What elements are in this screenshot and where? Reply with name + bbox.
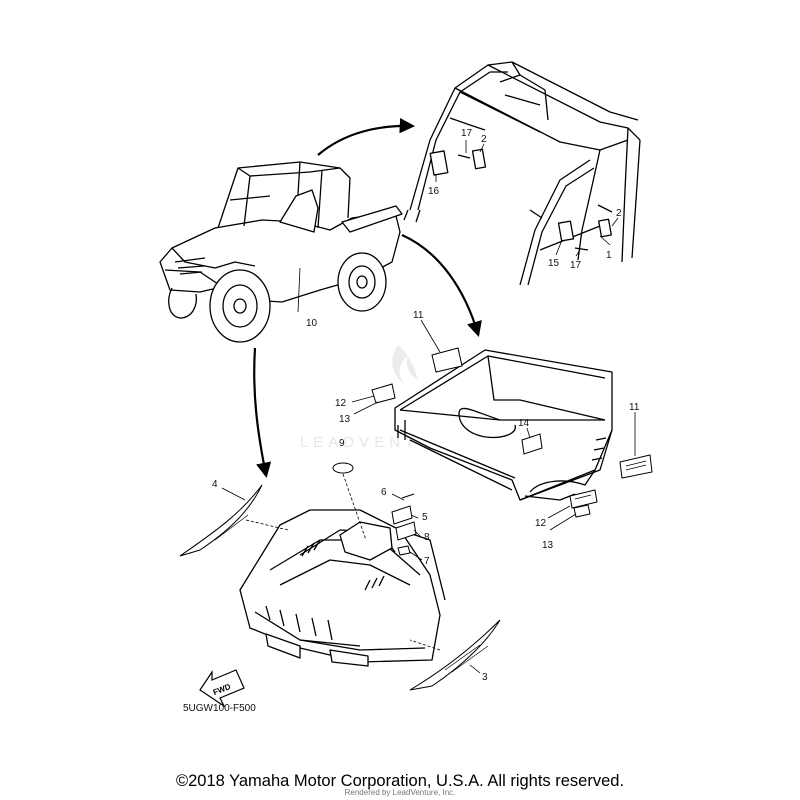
copyright-notice: ©2018 Yamaha Motor Corporation, U.S.A. A… xyxy=(175,772,625,790)
hood-callout-leaders xyxy=(221,487,481,674)
callout-2: 2 xyxy=(481,134,487,145)
cargo-bed xyxy=(394,349,613,501)
emblem-9 xyxy=(332,462,354,474)
callout-17: 17 xyxy=(570,260,582,271)
callout-1: 1 xyxy=(606,250,612,261)
callout-11: 11 xyxy=(413,310,424,321)
fwd-arrow: FWD xyxy=(199,669,245,708)
callout-8: 8 xyxy=(424,532,430,543)
decal-4 xyxy=(179,484,263,557)
decal-5 xyxy=(391,505,413,525)
decal-12 xyxy=(371,383,396,404)
callout-4: 4 xyxy=(212,479,218,490)
callout-9: 9 xyxy=(339,438,345,449)
callout-16: 16 xyxy=(428,186,440,197)
decal-3 xyxy=(409,619,501,691)
roll-cage-leaders xyxy=(435,140,619,257)
roll-cage xyxy=(403,61,641,286)
cargo-bed-leaders xyxy=(351,319,636,531)
decal-12 xyxy=(569,489,598,509)
vehicle-overview xyxy=(159,161,403,343)
callout-12: 12 xyxy=(335,398,347,409)
cargo-bed-decals xyxy=(371,347,653,518)
rendered-by-notice: Rendered by LeadVenture, Inc. xyxy=(344,788,456,797)
decal-8 xyxy=(395,521,417,541)
callout-11: 11 xyxy=(629,402,640,413)
decal-7 xyxy=(397,545,411,556)
callout-7: 7 xyxy=(424,556,430,567)
callout-17: 17 xyxy=(461,128,473,139)
cargo-bed-decal-fill xyxy=(574,460,647,500)
clip-6 xyxy=(401,493,415,499)
hood-decal-detail xyxy=(214,514,489,673)
part-code: 5UGW100-F500 xyxy=(183,703,256,714)
hood xyxy=(239,509,446,667)
callout-15: 15 xyxy=(548,258,560,269)
callout-10: 10 xyxy=(306,318,318,329)
callout-14: 14 xyxy=(518,418,530,429)
decal-11 xyxy=(619,454,653,479)
callout-13: 13 xyxy=(542,540,554,551)
callout-13: 13 xyxy=(339,414,351,425)
callout-2: 2 xyxy=(616,208,622,219)
callout-6: 6 xyxy=(381,487,387,498)
flow-arrows xyxy=(253,117,482,479)
decal-14 xyxy=(521,433,543,455)
callout-3: 3 xyxy=(482,672,488,683)
hood-decals xyxy=(179,462,501,691)
hood-leaders xyxy=(245,473,441,651)
callout-5: 5 xyxy=(422,512,428,523)
callout-12: 12 xyxy=(535,518,547,529)
decal-11 xyxy=(431,347,463,373)
